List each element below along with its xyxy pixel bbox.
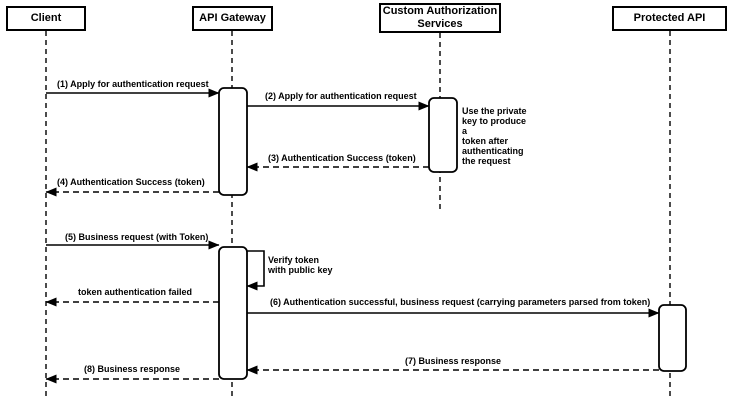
participant-custom-authorization-services: Custom Authorization Services: [379, 3, 501, 33]
message-8-label: (8) Business response: [84, 364, 181, 374]
message-1-label: (1) Apply for authentication request: [57, 79, 209, 89]
message-token-failed-label: token authentication failed: [78, 287, 193, 297]
activation-api-gateway-business: [218, 246, 248, 380]
note-private-key: Use the private key to produce a token a…: [462, 106, 527, 166]
message-7-label: (7) Business response: [405, 356, 502, 366]
self-message-verify-token-label: Verify token with public key: [268, 255, 333, 275]
message-4-label: (4) Authentication Success (token): [57, 177, 205, 187]
activation-protected-api: [658, 304, 687, 372]
message-5-label: (5) Business request (with Token): [65, 232, 209, 242]
arrow-self-message-verify-token: [246, 250, 265, 291]
message-3-label: (3) Authentication Success (token): [268, 153, 416, 163]
participant-protected-api: Protected API: [612, 6, 727, 31]
message-6-label: (6) Authentication successful, business …: [270, 297, 651, 307]
activation-api-gateway-auth: [218, 87, 248, 196]
message-2-label: (2) Apply for authentication request: [265, 91, 417, 101]
participant-client: Client: [6, 6, 86, 31]
participant-api-gateway: API Gateway: [192, 6, 273, 31]
activation-custom-authorization-services: [428, 97, 458, 173]
